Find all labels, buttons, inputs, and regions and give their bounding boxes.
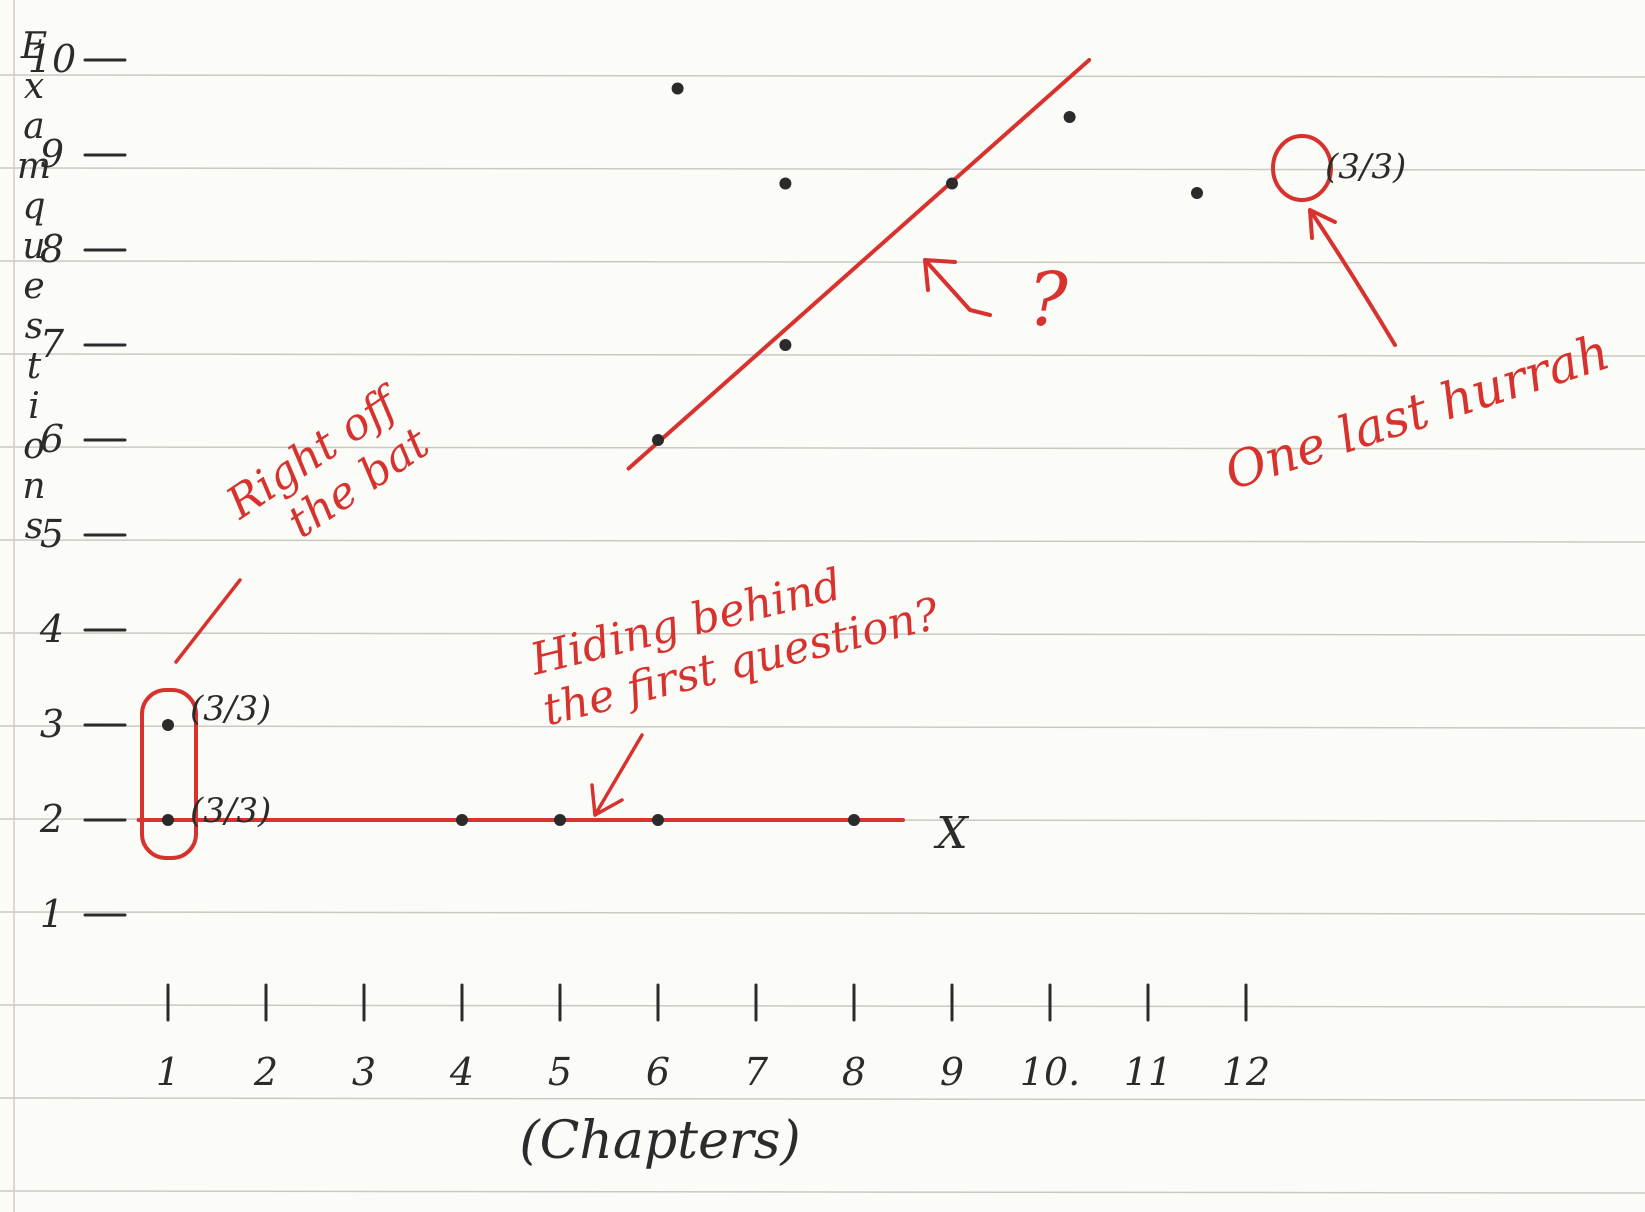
ruled-line bbox=[0, 539, 1645, 543]
x-tick-label: 3 bbox=[352, 1050, 376, 1094]
x-tick-label: 10. bbox=[1020, 1050, 1080, 1094]
data-point bbox=[162, 814, 174, 826]
ruled-line bbox=[0, 353, 1645, 357]
x-tick-label: 7 bbox=[744, 1050, 769, 1094]
annotation-arrow bbox=[923, 258, 992, 317]
point-label: (3/3) bbox=[1325, 147, 1406, 187]
y-axis-label-letter: a bbox=[23, 106, 44, 147]
x-tick-label: 11 bbox=[1124, 1050, 1172, 1094]
annotation-right-off-the-bat: Right off the bat bbox=[174, 375, 439, 664]
y-tick-label: 4 bbox=[39, 607, 64, 651]
trend-line bbox=[626, 58, 1092, 471]
data-point bbox=[456, 814, 468, 826]
data-point bbox=[1191, 187, 1203, 199]
y-axis-label-letter: i bbox=[28, 386, 40, 427]
annotation-line: One last hurrah bbox=[1218, 323, 1617, 502]
y-tick-label: 5 bbox=[40, 512, 64, 556]
y-axis-label-letter: t bbox=[27, 346, 42, 387]
annotation-arrow bbox=[590, 733, 644, 817]
data-point bbox=[848, 814, 860, 826]
highlight-circle-last-point bbox=[1271, 134, 1333, 202]
annotation-question: ? bbox=[923, 257, 1069, 343]
ruled-line bbox=[0, 1097, 1645, 1101]
y-axis-label-letter: u bbox=[22, 226, 45, 267]
y-axis-label-letter: e bbox=[23, 266, 44, 307]
highlight-circle-chapter1 bbox=[140, 688, 198, 860]
data-point bbox=[671, 82, 684, 95]
point-label: (3/3) bbox=[190, 689, 271, 729]
y-axis-label-letter: o bbox=[23, 426, 45, 467]
data-point bbox=[779, 339, 792, 351]
data-points bbox=[162, 82, 1203, 826]
annotation-pointer bbox=[174, 578, 242, 664]
data-point bbox=[652, 434, 664, 446]
svg-text:Hiding behind the firs: Hiding behind the first question? bbox=[524, 538, 944, 736]
data-point bbox=[554, 814, 566, 826]
x-tick-label: 6 bbox=[646, 1050, 670, 1094]
cross-mark: X bbox=[933, 808, 969, 859]
x-tick-label: 2 bbox=[253, 1050, 278, 1094]
y-tick-label: 8 bbox=[40, 227, 64, 271]
annotation-question-mark: ? bbox=[1028, 257, 1069, 343]
trend-lines bbox=[136, 58, 1092, 822]
annotation-arrow bbox=[1308, 208, 1397, 347]
data-point bbox=[779, 177, 792, 190]
point-label: (3/3) bbox=[190, 791, 271, 831]
x-tick-label: 12 bbox=[1222, 1050, 1270, 1094]
y-axis-label-letter: s bbox=[25, 306, 43, 347]
ruled-line bbox=[0, 632, 1645, 636]
y-axis: 1 2 3 4 5 6 7 8 9 10 bbox=[28, 37, 127, 936]
x-tick-label: 9 bbox=[940, 1050, 964, 1094]
data-point bbox=[1063, 111, 1076, 123]
x-tick-label: 4 bbox=[449, 1050, 474, 1094]
y-tick-label: 10 bbox=[28, 37, 76, 81]
y-tick-label: 1 bbox=[40, 892, 64, 936]
data-point bbox=[652, 814, 664, 826]
ruled-line bbox=[0, 167, 1645, 171]
y-tick-label: 9 bbox=[40, 132, 64, 176]
x-tick-label: 5 bbox=[548, 1050, 572, 1094]
y-tick-label: 3 bbox=[40, 702, 64, 746]
data-point bbox=[162, 719, 174, 731]
y-axis-label-letter: n bbox=[22, 466, 45, 507]
x-tick-label: 8 bbox=[842, 1050, 866, 1094]
ruled-line bbox=[0, 1004, 1645, 1008]
ruled-line bbox=[0, 260, 1645, 264]
ruled-lines bbox=[0, 74, 1645, 1194]
y-tick-label: 6 bbox=[40, 417, 64, 461]
y-axis-label-letter: E bbox=[20, 26, 47, 67]
y-axis-label-letter: s bbox=[25, 506, 43, 547]
y-tick-label: 2 bbox=[39, 797, 64, 841]
ruled-line bbox=[0, 446, 1645, 450]
y-axis-label-letter: m bbox=[17, 146, 51, 187]
ruled-line bbox=[0, 1190, 1645, 1194]
y-axis-label-letter: x bbox=[24, 66, 44, 107]
data-point bbox=[946, 177, 958, 190]
ruled-line bbox=[0, 725, 1645, 729]
x-axis-label: (Chapters) bbox=[519, 1111, 800, 1171]
annotation-hiding-behind: Hiding behind the first question? bbox=[524, 538, 945, 817]
x-tick-label: 1 bbox=[156, 1050, 180, 1094]
ruled-line bbox=[0, 911, 1645, 915]
ruled-line bbox=[0, 74, 1645, 78]
y-tick-label: 7 bbox=[40, 322, 65, 366]
y-axis-label-letter: q bbox=[22, 186, 45, 227]
